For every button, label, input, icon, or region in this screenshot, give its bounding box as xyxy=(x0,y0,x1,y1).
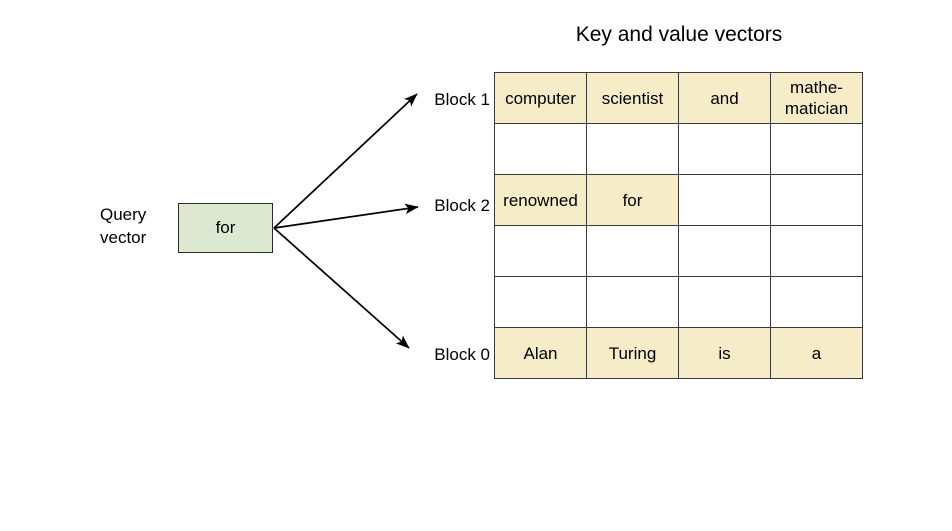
table-cell-empty xyxy=(494,123,587,175)
table-cell-empty xyxy=(678,276,771,328)
table-cell-token: is xyxy=(678,327,771,379)
arrow-to-block-1 xyxy=(273,93,418,229)
query-vector-box[interactable]: for xyxy=(178,203,273,253)
query-vector-label: Query vector xyxy=(100,203,176,249)
table-cell-token: Turing xyxy=(586,327,679,379)
table-cell-token: Alan xyxy=(494,327,587,379)
block-label-0: Block 0 xyxy=(434,345,490,364)
table-cell-empty xyxy=(770,276,863,328)
table-cell-empty xyxy=(586,123,679,175)
table-cell-token: mathe-matician xyxy=(770,72,863,124)
arrow-to-block-2 xyxy=(273,203,419,229)
query-vector-label-line2: vector xyxy=(100,228,147,247)
table-row xyxy=(494,225,863,277)
table-row xyxy=(494,123,863,175)
table-cell-empty xyxy=(770,174,863,226)
block-label-1: Block 1 xyxy=(434,90,490,109)
query-vector-label-line1: Query xyxy=(100,205,147,224)
page-title: Key and value vectors xyxy=(575,23,783,46)
table-cell-empty xyxy=(770,123,863,175)
table-row xyxy=(494,276,863,328)
table-cell-empty xyxy=(678,123,771,175)
table-cell-empty xyxy=(586,276,679,328)
table-cell-token: computer xyxy=(494,72,587,124)
query-vector-token: for xyxy=(215,218,236,237)
table-cell-token: a xyxy=(770,327,863,379)
table-cell-empty xyxy=(770,225,863,277)
table-cell-token: for xyxy=(586,174,679,226)
table-cell-empty xyxy=(678,225,771,277)
arrow-to-block-0 xyxy=(273,227,410,349)
table-cell-token: and xyxy=(678,72,771,124)
table-cell-empty xyxy=(494,225,587,277)
table-cell-token: scientist xyxy=(586,72,679,124)
block-label-2: Block 2 xyxy=(434,196,490,215)
table-cell-empty xyxy=(586,225,679,277)
table-cell-empty xyxy=(494,276,587,328)
table-cell-empty xyxy=(678,174,771,226)
table-cell-token: renowned xyxy=(494,174,587,226)
